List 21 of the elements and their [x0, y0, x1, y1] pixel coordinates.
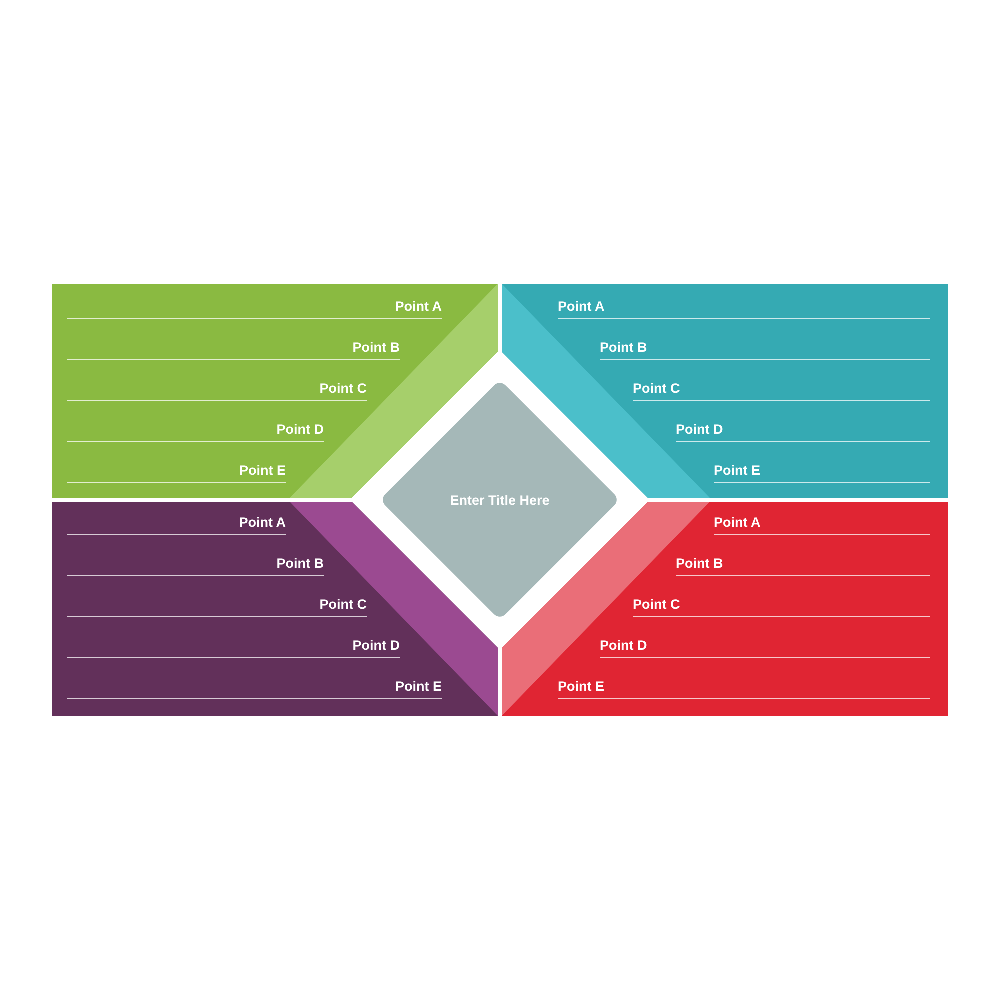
point-label: Point C	[633, 382, 680, 397]
point-label: Point C	[320, 382, 367, 397]
point-label: Point D	[276, 423, 324, 438]
point-label: Point A	[558, 300, 605, 315]
point-label: Point E	[558, 680, 604, 695]
point-label: Point D	[352, 639, 400, 654]
point-label: Point A	[395, 300, 442, 315]
point-label: Point B	[676, 557, 724, 572]
title-text: Enter Title Here	[450, 492, 550, 508]
point-label: Point C	[320, 598, 367, 613]
point-label: Point E	[240, 464, 286, 479]
point-label: Point C	[633, 598, 680, 613]
point-label: Point A	[714, 516, 761, 531]
point-label: Point A	[239, 516, 286, 531]
point-label: Point E	[714, 464, 760, 479]
point-label: Point D	[600, 639, 648, 654]
point-label: Point B	[352, 341, 400, 356]
point-label: Point E	[396, 680, 442, 695]
point-label: Point B	[600, 341, 648, 356]
point-label: Point D	[676, 423, 724, 438]
point-label: Point B	[276, 557, 324, 572]
